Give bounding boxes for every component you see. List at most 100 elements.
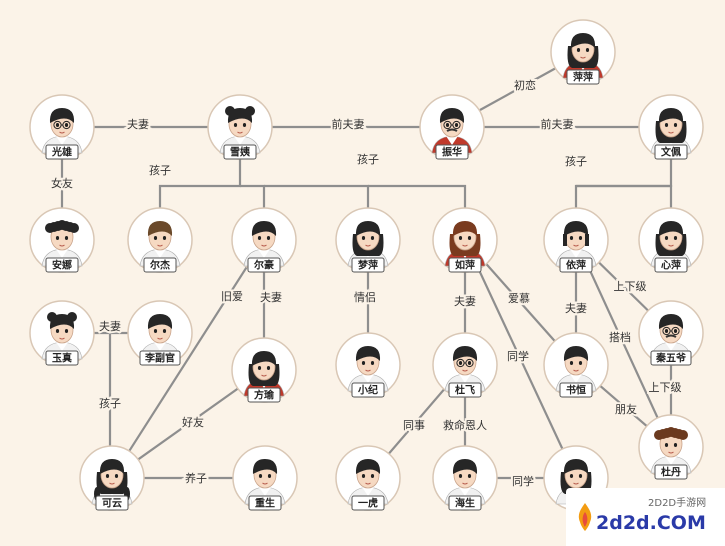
relationship-label: 夫妻 bbox=[99, 320, 121, 333]
person-name: 心萍 bbox=[661, 259, 681, 272]
relationship-label: 养子 bbox=[185, 471, 207, 485]
edges-layer bbox=[60, 67, 673, 480]
name-tag bbox=[448, 495, 482, 511]
edge-yiping-dudan bbox=[575, 239, 672, 448]
person-name: 秦五爷 bbox=[655, 352, 687, 365]
name-tag bbox=[448, 257, 482, 273]
person-node-qinwuye[interactable]: 秦五爷 bbox=[638, 300, 704, 366]
person-node-erjie[interactable]: 尔杰 bbox=[127, 207, 193, 273]
relationship-label: 好友 bbox=[182, 415, 204, 429]
relationship-label: 前夫妻 bbox=[332, 117, 365, 131]
edge-zhenhua-pingping bbox=[479, 67, 557, 111]
person-name: 雪姨 bbox=[230, 146, 251, 159]
relationship-label: 救命恩人 bbox=[443, 418, 487, 432]
name-tag bbox=[351, 257, 385, 273]
name-tag bbox=[45, 144, 79, 160]
person-node-yihu[interactable]: 一虎 bbox=[335, 445, 401, 511]
person-node-xinping[interactable]: 心萍 bbox=[638, 207, 704, 273]
person-node-dufei[interactable]: 杜飞 bbox=[432, 332, 498, 398]
person-node-dudan[interactable]: 杜丹 bbox=[638, 414, 704, 480]
person-name: 一虎 bbox=[358, 497, 378, 510]
relationship-label: 爱慕 bbox=[508, 291, 530, 305]
relationship-label: 夫妻 bbox=[454, 295, 476, 308]
name-tag bbox=[435, 144, 469, 160]
person-node-xiaoji[interactable]: 小纪 bbox=[335, 332, 401, 398]
edge-erhao-keyun bbox=[111, 239, 265, 479]
relationship-label: 同学 bbox=[507, 349, 529, 363]
person-name: 重生 bbox=[255, 497, 275, 510]
name-tag bbox=[351, 382, 385, 398]
name-tag bbox=[650, 350, 692, 366]
relationship-label: 前夫妻 bbox=[541, 117, 574, 131]
person-node-keyun[interactable]: 可云 bbox=[79, 445, 145, 511]
name-tag bbox=[143, 257, 177, 273]
person-name: 海生 bbox=[455, 497, 475, 510]
relationship-label: 朋友 bbox=[615, 402, 637, 416]
relationship-label: 夫妻 bbox=[565, 302, 587, 315]
name-tag bbox=[654, 464, 688, 480]
person-node-erhao[interactable]: 尔豪 bbox=[231, 207, 297, 273]
name-tag bbox=[247, 257, 281, 273]
person-name: 光雄 bbox=[51, 146, 72, 159]
person-name: 玉真 bbox=[52, 352, 72, 365]
relationship-label: 同学 bbox=[512, 474, 534, 488]
relationship-label: 夫妻 bbox=[260, 291, 282, 304]
edge-wenpei-yiping bbox=[574, 159, 673, 208]
person-node-pingping[interactable]: 萍萍 bbox=[550, 19, 616, 85]
watermark-small-text: 2D2D手游网 bbox=[648, 498, 707, 509]
person-name: 杜丹 bbox=[661, 466, 681, 479]
name-tag bbox=[654, 144, 688, 160]
name-tag bbox=[45, 257, 79, 273]
person-name: 书恒 bbox=[566, 384, 586, 397]
person-node-mengping[interactable]: 梦萍 bbox=[335, 207, 401, 273]
person-node-lifuguan[interactable]: 李副官 bbox=[127, 300, 193, 366]
person-node-anna[interactable]: 安娜 bbox=[29, 207, 95, 273]
flame-icon bbox=[578, 503, 592, 531]
name-tag bbox=[351, 495, 385, 511]
person-name: 小纪 bbox=[357, 384, 378, 397]
relationship-label: 旧爱 bbox=[221, 290, 243, 303]
name-tag bbox=[223, 144, 257, 160]
relationship-label: 夫妻 bbox=[127, 118, 149, 131]
relationship-label: 上下级 bbox=[614, 280, 647, 293]
person-node-shuheng[interactable]: 书恒 bbox=[543, 332, 609, 398]
relationship-label: 孩子 bbox=[357, 153, 379, 166]
person-node-fangyu[interactable]: 方瑜 bbox=[231, 337, 297, 403]
person-name: 尔杰 bbox=[149, 259, 170, 272]
name-tag bbox=[139, 350, 181, 366]
relationship-label: 上下级 bbox=[649, 381, 682, 394]
person-node-haisheng[interactable]: 海生 bbox=[432, 445, 498, 511]
person-name: 杜飞 bbox=[455, 384, 475, 397]
nodes-layer: 萍萍光雄 雪姨 振华 文佩安娜 尔杰 尔豪 梦萍 如萍依萍 心萍玉真 李副官 秦五爷方瑜 小纪 杜飞 书恒… bbox=[29, 19, 704, 511]
name-tag bbox=[559, 257, 593, 273]
relationship-label: 初恋 bbox=[514, 78, 536, 92]
watermark-logo: 2D2D手游网 2d2d.COM bbox=[566, 488, 725, 546]
person-name: 方瑜 bbox=[254, 389, 275, 402]
edge-ruping-unnamed bbox=[464, 239, 577, 479]
name-tag bbox=[248, 495, 282, 511]
person-node-wenpei[interactable]: 文佩 bbox=[638, 94, 704, 160]
relationship-label: 同事 bbox=[403, 419, 425, 432]
person-node-guangxiong[interactable]: 光雄 bbox=[29, 94, 95, 160]
person-node-chongsheng[interactable]: 重生 bbox=[232, 445, 298, 511]
watermark-big-text: 2d2d.COM bbox=[596, 512, 706, 534]
relationship-label: 女友 bbox=[51, 176, 73, 190]
person-node-zhenhua[interactable]: 振华 bbox=[419, 94, 485, 160]
person-node-ruping[interactable]: 如萍 bbox=[432, 207, 498, 273]
person-node-xueyi[interactable]: 雪姨 bbox=[207, 94, 273, 160]
edge-xueyi-mengping bbox=[264, 184, 370, 208]
person-name: 尔豪 bbox=[253, 259, 274, 272]
person-node-yiping[interactable]: 依萍 bbox=[543, 207, 609, 273]
person-name: 依萍 bbox=[566, 259, 586, 272]
name-tag bbox=[247, 387, 281, 403]
person-name: 可云 bbox=[102, 498, 122, 510]
person-name: 安娜 bbox=[52, 259, 72, 272]
person-node-yuzhen[interactable]: 玉真 bbox=[29, 300, 95, 366]
name-tag bbox=[448, 382, 482, 398]
edge-xueyi-erjie bbox=[158, 159, 242, 208]
person-name: 梦萍 bbox=[358, 259, 378, 272]
person-name: 李副官 bbox=[144, 352, 175, 365]
edge-labels-layer: 夫妻前夫妻前夫妻初恋女友孩子孩子孩子夫妻旧爱情侣夫妻爱慕同学夫妻上下级搭档上下级… bbox=[49, 76, 684, 490]
relationship-label: 孩子 bbox=[149, 164, 171, 177]
